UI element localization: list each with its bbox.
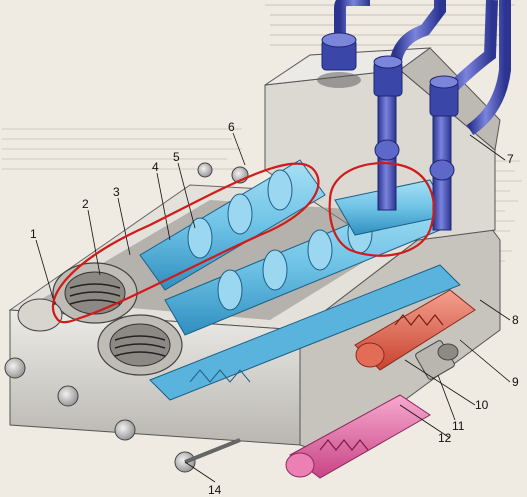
callout-leaders — [35, 132, 511, 483]
red-annotations — [52, 161, 435, 324]
callout-4: 4 — [152, 160, 159, 174]
callout-14: 14 — [208, 483, 222, 497]
callout-12: 12 — [438, 431, 452, 445]
spool-valves — [139, 159, 461, 401]
highlight-pipe-junction-circle — [328, 161, 435, 257]
highlight-spool-ellipse — [52, 162, 320, 324]
callout-9: 9 — [512, 375, 519, 389]
relief-valve-pink — [285, 394, 431, 479]
callout-11: 11 — [452, 419, 465, 433]
callout-6: 6 — [228, 120, 235, 134]
callout-8: 8 — [512, 313, 519, 327]
return-fitting — [415, 340, 459, 380]
spring-chambers — [17, 262, 183, 376]
callout-2: 2 — [82, 197, 89, 211]
relief-valve-red — [354, 289, 476, 371]
callout-7: 7 — [507, 152, 514, 166]
callout-3: 3 — [113, 185, 120, 199]
callout-5: 5 — [173, 150, 180, 164]
callout-1: 1 — [30, 227, 37, 241]
callout-labels: 1 2 3 4 5 6 7 8 9 10 11 12 14 — [30, 120, 519, 497]
callout-10: 10 — [475, 398, 489, 412]
pipe-cap-nuts — [317, 32, 459, 117]
